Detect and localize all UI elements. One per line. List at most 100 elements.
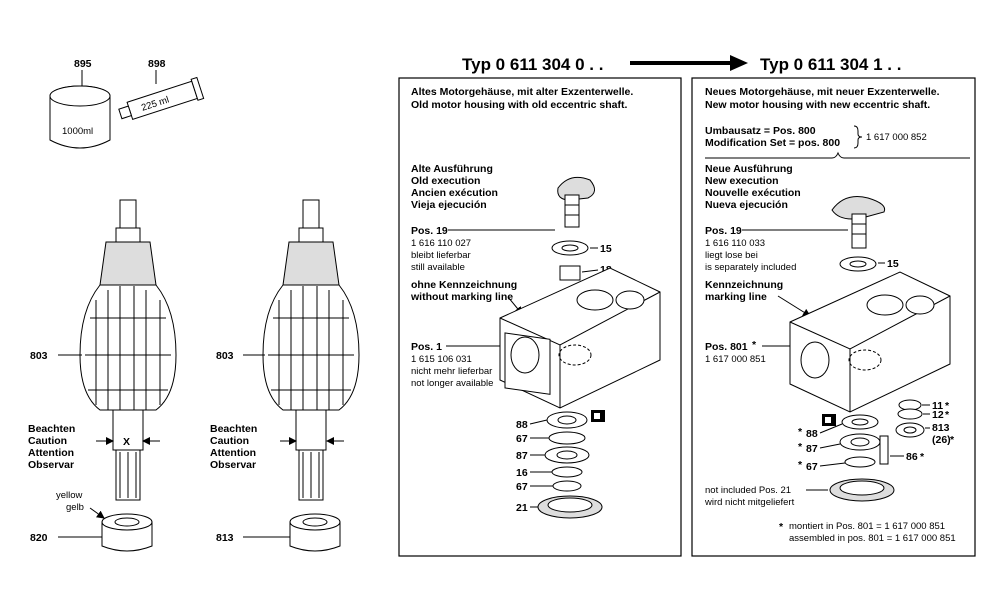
new-eccentric-shaft — [831, 196, 886, 249]
callout-p15: 15 — [887, 258, 899, 270]
callout-1: Old execution — [411, 175, 480, 187]
tube-number: 898 — [148, 58, 166, 70]
old-execution-label: Alte Ausführung Old execution Ancien exé… — [411, 163, 498, 211]
armature-2-number: 803 — [216, 350, 234, 362]
not-included-label: not included Pos. 21 — [705, 485, 791, 496]
type-new-header: Typ 0 611 304 1 . . — [760, 55, 901, 74]
callout-p88: 88 — [806, 428, 818, 440]
callout-2: Attention — [28, 447, 74, 459]
old-pos1-title: Pos. 1 — [411, 341, 442, 353]
callout-2: Attention — [210, 447, 256, 459]
bearing-813 — [289, 513, 341, 552]
callout-0: Alte Ausführung — [411, 163, 493, 175]
old-motor-housing — [499, 267, 661, 409]
new-pos801-star: * — [752, 339, 757, 351]
yellow-label: yellow — [56, 490, 83, 501]
bearing-820 — [101, 513, 153, 552]
grease-jar-label: 1000ml — [62, 126, 93, 137]
callout-p21: 21 — [516, 502, 528, 514]
old-title-de: Altes Motorgehäuse, mit alter Exzenterwe… — [411, 86, 633, 98]
callout-1: Caution — [28, 435, 67, 447]
old-marking-en: without marking line — [410, 291, 513, 303]
callout-2: is separately included — [705, 262, 796, 273]
new-execution-label: Neue Ausführung New execution Nouvelle e… — [705, 163, 801, 211]
new-pos19-title: Pos. 19 — [705, 225, 742, 237]
callout-2: still available — [411, 262, 465, 273]
armature-1-number: 803 — [30, 350, 48, 362]
bearing-820-number: 820 — [30, 532, 48, 544]
callout-0: Beachten — [28, 423, 75, 435]
callout-p12: 12 — [932, 409, 944, 421]
callout-0: 1 615 106 031 — [411, 354, 472, 365]
grease-jar-number: 895 — [74, 58, 92, 70]
callout-3: Nueva ejecución — [705, 199, 788, 211]
new-panel-frame — [691, 77, 976, 557]
callout-0: 1 616 110 033 — [705, 238, 765, 249]
new-mod-de: Umbausatz = Pos. 800 — [705, 125, 816, 137]
old-marking-de: ohne Kennzeichnung — [411, 279, 517, 291]
callout-star: * — [798, 459, 803, 471]
old-eccentric-shaft — [557, 176, 595, 228]
callout-p87: 87 — [516, 450, 528, 462]
callout-1: New execution — [705, 175, 779, 187]
footnote-2: assembled in pos. 801 = 1 617 000 851 — [789, 533, 956, 544]
new-mod-en: Modification Set = pos. 800 — [705, 137, 840, 149]
x-mark-1: X — [123, 436, 130, 448]
callout-0: Beachten — [210, 423, 257, 435]
callout-star: * — [950, 434, 955, 446]
armature-1 — [79, 199, 177, 501]
callout-3: Observar — [210, 459, 256, 471]
caution-label-2: Beachten Caution Attention Observar — [210, 423, 257, 471]
old-pos19-title: Pos. 19 — [411, 225, 448, 237]
old-sleeve-18 — [559, 265, 581, 281]
callout-p26: (26) — [932, 434, 951, 446]
not-included-de: wird nicht mitgeliefert — [704, 497, 795, 508]
new-bottom-parts — [829, 414, 895, 502]
callout-star: * — [798, 426, 803, 438]
callout-1: bleibt lieferbar — [411, 250, 471, 261]
callout-p87: 87 — [806, 443, 818, 455]
callout-p67a: 67 — [516, 433, 528, 445]
callout-0: Neue Ausführung — [705, 163, 793, 175]
old-title-en: Old motor housing with old eccentric sha… — [411, 99, 628, 111]
callout-3: Observar — [28, 459, 74, 471]
footnote-1: montiert in Pos. 801 = 1 617 000 851 — [789, 521, 945, 532]
callout-star: * — [779, 521, 784, 533]
callout-p67b: 67 — [516, 481, 528, 493]
callout-star: * — [945, 400, 950, 412]
callout-p86: 86 — [906, 451, 918, 463]
old-bottom-parts — [537, 411, 603, 519]
new-marking-en: marking line — [705, 291, 767, 303]
armature-2 — [262, 199, 360, 501]
callout-2: Ancien exécution — [411, 187, 498, 199]
old-panel-frame — [398, 77, 682, 557]
callout-1: liegt lose bei — [705, 250, 758, 261]
new-mod-number: 1 617 000 852 — [866, 132, 927, 143]
callout-2: Nouvelle exécution — [705, 187, 801, 199]
callout-p11: 11 — [932, 400, 943, 412]
callout-p88: 88 — [516, 419, 528, 431]
callout-p813: 813 — [932, 422, 950, 434]
gelb-label: gelb — [66, 502, 84, 513]
new-side-parts — [879, 399, 925, 465]
callout-p16: 16 — [516, 467, 528, 479]
grease-jar: 1000ml — [49, 85, 111, 149]
bearing-813-number: 813 — [216, 532, 234, 544]
type-old-header: Typ 0 611 304 0 . . — [462, 55, 603, 74]
new-title-de: Neues Motorgehäuse, mit neuer Exzenterwe… — [705, 86, 940, 98]
callout-p67: 67 — [806, 461, 818, 473]
grease-tube: 225 ml — [118, 76, 205, 121]
callout-star: * — [945, 409, 950, 421]
callout-p15: 15 — [600, 243, 612, 255]
callout-0: 1 616 110 027 — [411, 238, 471, 249]
callout-3: Vieja ejecución — [411, 199, 487, 211]
callout-1: nicht mehr lieferbar — [411, 366, 492, 377]
callout-star: * — [920, 451, 925, 463]
new-title-en: New motor housing with new eccentric sha… — [705, 99, 930, 111]
new-pos801-number: 1 617 000 851 — [705, 354, 766, 365]
callout-2: not longer available — [411, 378, 493, 389]
callout-star: * — [798, 441, 803, 453]
caution-label-1: Beachten Caution Attention Observar — [28, 423, 75, 471]
callout-1: Caution — [210, 435, 249, 447]
